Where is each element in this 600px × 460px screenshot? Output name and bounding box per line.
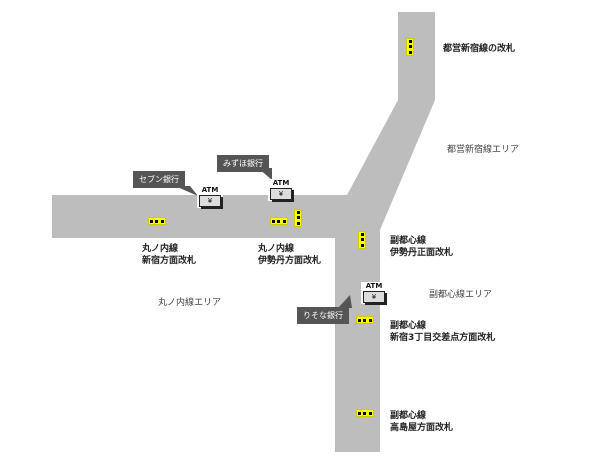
callout-pointer bbox=[175, 186, 198, 196]
ticket-gate bbox=[148, 217, 166, 225]
atm-icon[interactable]: ATM¥ bbox=[197, 186, 223, 208]
ticket-gate bbox=[406, 38, 414, 56]
area-label: 副都心線エリア bbox=[429, 290, 493, 300]
bank-callout: みずほ銀行 bbox=[217, 155, 269, 172]
yen-icon: ¥ bbox=[363, 291, 385, 303]
ticket-gate bbox=[358, 231, 366, 249]
gate-label: 丸ノ内線新宿方面改札 bbox=[142, 243, 196, 267]
bank-callout: りそな銀行 bbox=[297, 307, 349, 324]
line-name: 副都心線 bbox=[390, 321, 427, 331]
bank-callout: セブン銀行 bbox=[133, 171, 185, 188]
gate-label: 副都心線高島屋方面改札 bbox=[390, 410, 453, 434]
line-name: 丸ノ内線 bbox=[142, 244, 179, 254]
gate-name: 新宿方面改札 bbox=[142, 256, 197, 266]
area-label: 丸ノ内線エリア bbox=[158, 298, 222, 308]
line-name: 副都心線 bbox=[390, 411, 427, 421]
gate-name: 新宿3丁目交差点方面改札 bbox=[390, 333, 496, 343]
ticket-gate bbox=[294, 209, 302, 227]
atm-label: ATM bbox=[201, 186, 219, 194]
gate-name: 伊勢丹方面改札 bbox=[258, 256, 322, 266]
atm-icon[interactable]: ATM¥ bbox=[361, 282, 387, 304]
yen-icon: ¥ bbox=[199, 195, 221, 207]
line-name: 副都心線 bbox=[390, 236, 427, 246]
ticket-gate bbox=[356, 409, 374, 417]
gate-name: 伊勢丹正面改札 bbox=[390, 248, 454, 258]
gate-name: 高島屋方面改札 bbox=[390, 423, 454, 433]
callout-pointer bbox=[338, 295, 352, 308]
line-name: 丸ノ内線 bbox=[258, 244, 295, 254]
ticket-gate bbox=[270, 217, 288, 225]
atm-icon[interactable]: ATM¥ bbox=[268, 179, 294, 201]
corridor bbox=[52, 12, 435, 452]
area-label: 都営新宿線エリア bbox=[447, 145, 520, 155]
gate-label: 副都心線新宿3丁目交差点方面改札 bbox=[390, 320, 495, 344]
gate-label: 都営新宿線の改札 bbox=[443, 44, 516, 54]
atm-label: ATM bbox=[365, 282, 383, 290]
gate-label: 丸ノ内線伊勢丹方面改札 bbox=[258, 243, 321, 267]
ticket-gate bbox=[356, 316, 374, 324]
yen-icon: ¥ bbox=[270, 188, 292, 200]
gate-label: 副都心線伊勢丹正面改札 bbox=[390, 235, 453, 259]
atm-label: ATM bbox=[272, 179, 290, 187]
